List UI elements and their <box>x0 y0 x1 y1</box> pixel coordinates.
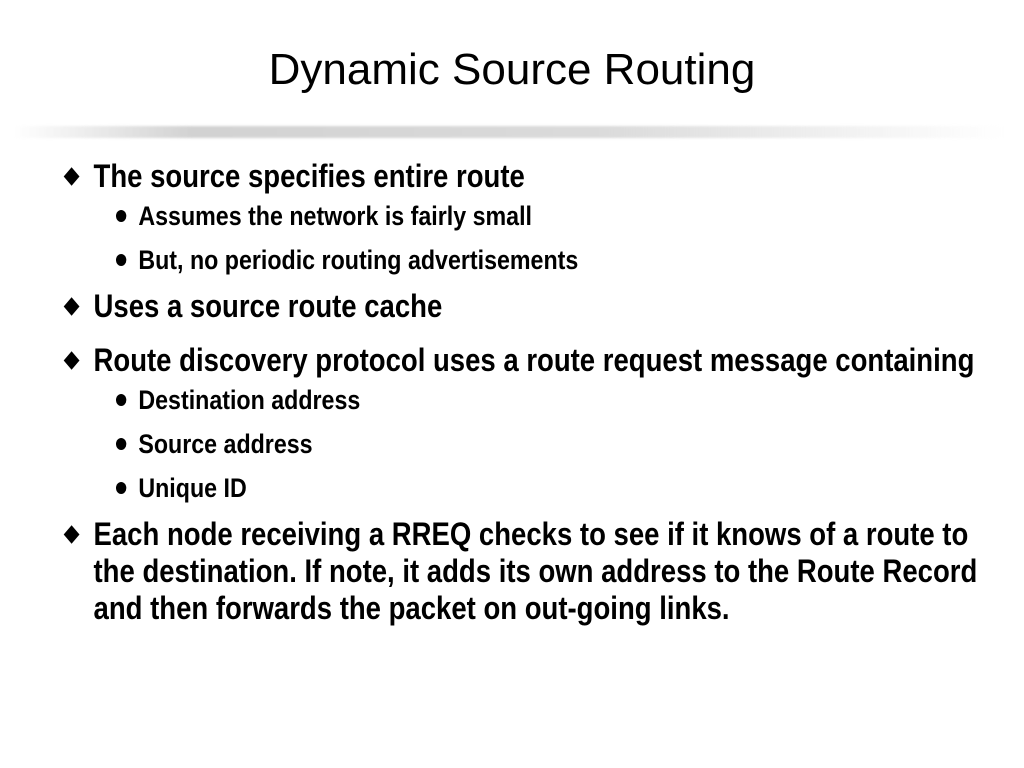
bullet-text: The source specifies entire route <box>93 158 525 194</box>
sub-bullet-item: Unique ID <box>116 472 998 504</box>
bullet-item: Route discovery protocol uses a route re… <box>63 342 984 379</box>
bullet-list: The source specifies entire route Assume… <box>63 158 1006 627</box>
diamond-bullet-icon <box>63 351 80 370</box>
dot-bullet-icon <box>116 254 127 266</box>
sub-bullet-item: Source address <box>116 428 998 460</box>
sub-bullet-item: Assumes the network is fairly small <box>116 200 998 232</box>
dot-bullet-icon <box>116 394 127 406</box>
bullet-text: Route discovery protocol uses a route re… <box>93 342 975 378</box>
sub-bullet-text: But, no periodic routing advertisements <box>138 245 579 275</box>
dot-bullet-icon <box>116 210 127 222</box>
diamond-bullet-icon <box>63 167 80 186</box>
bullet-item: The source specifies entire route <box>63 158 984 195</box>
dot-bullet-icon <box>116 438 127 450</box>
diamond-bullet-icon <box>63 297 80 316</box>
sub-bullet-text: Unique ID <box>138 473 247 503</box>
sub-bullet-text: Destination address <box>138 385 361 415</box>
sub-bullet-item: Destination address <box>116 384 998 416</box>
bullet-item: Each node receiving a RREQ checks to see… <box>63 516 984 627</box>
bullet-item: Uses a source route cache <box>63 288 984 325</box>
sub-bullet-item: But, no periodic routing advertisements <box>116 244 998 276</box>
bullet-text: Uses a source route cache <box>93 288 443 324</box>
dot-bullet-icon <box>116 482 127 494</box>
slide-title: Dynamic Source Routing <box>268 45 756 94</box>
bullet-text: Each node receiving a RREQ checks to see… <box>93 516 978 626</box>
sub-bullet-text: Assumes the network is fairly small <box>138 201 532 231</box>
title-divider <box>14 126 1004 138</box>
sub-bullet-text: Source address <box>138 429 313 459</box>
diamond-bullet-icon <box>63 525 80 544</box>
